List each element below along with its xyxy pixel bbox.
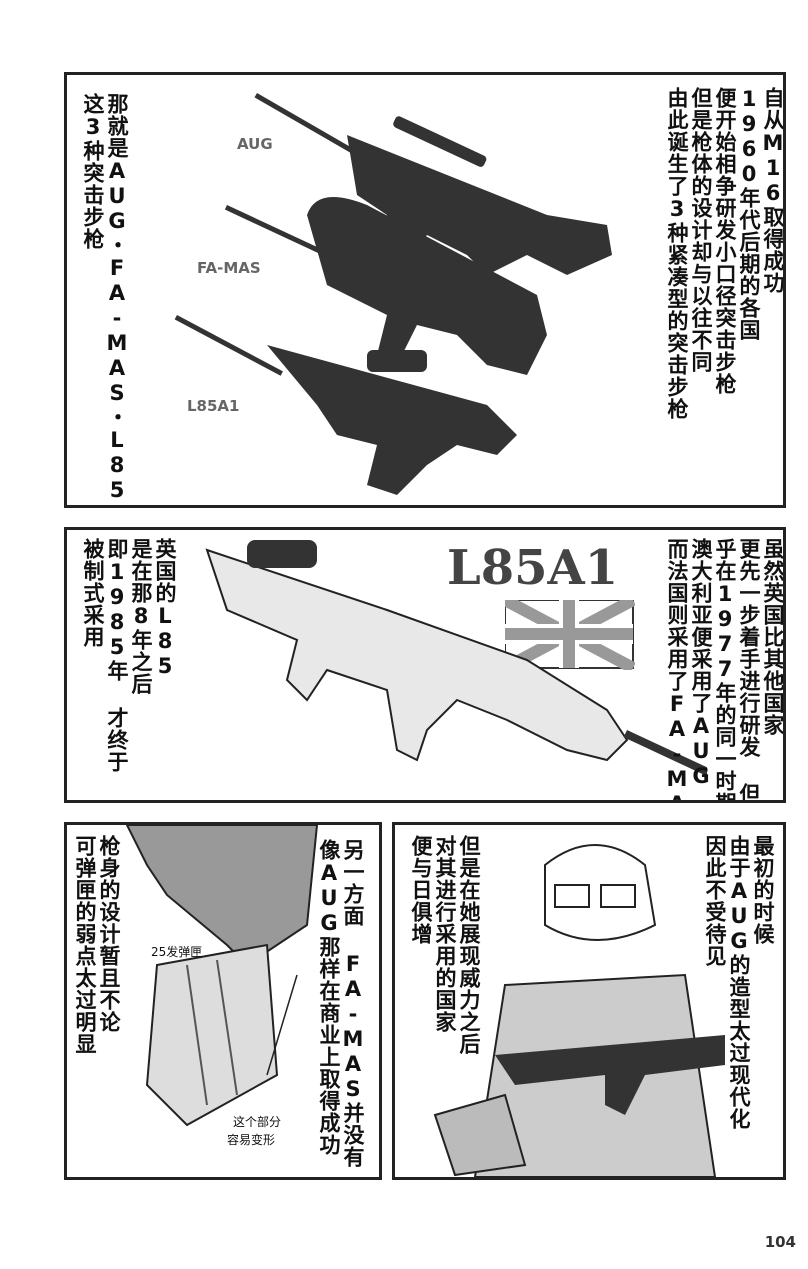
famas-rifle-image [224, 197, 547, 375]
narration-line: 对其进行采用的国家 [433, 835, 457, 1033]
narration-line: 乎在1977年的同一时期 [713, 538, 737, 803]
narration-line: 可弹匣的弱点太过明显 [73, 835, 97, 1055]
narration-line: 便与日俱增 [409, 835, 433, 945]
panel-famas-magazine: 25发弹匣 这个部分 容易变形 另一方面 FA-MAS并没有 像AUG那样在商业… [64, 822, 382, 1180]
page-number: 104 [764, 1233, 796, 1251]
narration-line: 但是在她展现威力之后 [457, 835, 481, 1055]
narration-line: 但是枪体的设计却与以往不同 [689, 87, 713, 373]
uk-flag-image [505, 600, 635, 670]
narration-line: 那就是AUG・FA-MAS・L85 [105, 93, 129, 503]
narration-line: 最初的时候 [751, 835, 775, 945]
panel-l85a1: L85A1 虽然英国比其他国家 更先一步着手进行研发 但几 乎在1977年的同一… [64, 527, 786, 803]
narration-line: 由于AUG的造型太过现代化 [727, 835, 751, 1130]
narration-line: 而法国则采用了FA-MAS [665, 538, 689, 803]
narration-line: 便开始相争研发小口径突击步枪 [713, 87, 737, 395]
l85a1-rifle-image [205, 540, 707, 780]
panel-aug-character: 最初的时候 由于AUG的造型太过现代化 因此不受待见 但是在她展现威力之后 对其… [392, 822, 786, 1180]
narration-line: 1960年代后期的各国 [737, 87, 761, 341]
narration-line: 这3种突击步枪 [81, 93, 105, 250]
l85a1-title: L85A1 [447, 540, 619, 596]
narration-line: 被制式采用 [81, 538, 105, 648]
weak-point-label-line: 这个部分 [233, 1115, 282, 1129]
narration-line: 自从M16取得成功 [761, 87, 785, 294]
label-famas: FA-MAS [197, 259, 261, 277]
narration-line: 由此诞生了3种紧凑型的突击步枪 [665, 87, 689, 420]
weak-point-label-line: 容易变形 [227, 1133, 276, 1147]
magazine-label: 25发弹匣 [151, 945, 203, 959]
narration-line: 枪身的设计暂且不论 [97, 835, 121, 1033]
narration-line: 像AUG那样在商业上取得成功 [317, 839, 341, 1156]
famas-magazine-image [125, 825, 319, 1127]
narration-line: 英国的L85 [153, 538, 177, 679]
narration-line: 虽然英国比其他国家 [761, 538, 785, 736]
narration-line: 是在那8年之后 [129, 538, 153, 695]
narration-line: 即1985年 才终于 [105, 538, 129, 773]
panel-rifles-overview: AUG FA-MAS L85A1 自从M16取得成功 1960年代后期的各国 便… [64, 72, 786, 508]
label-l85a1: L85A1 [187, 397, 240, 415]
character-with-aug-image [433, 844, 725, 1177]
label-aug: AUG [237, 135, 273, 153]
narration-line: 更先一步着手进行研发 但几 [737, 538, 761, 803]
l85-rifle-image [174, 314, 517, 495]
rifles-illustration [174, 93, 612, 495]
narration-line: 因此不受待见 [703, 835, 727, 967]
narration-line: 澳大利亚便采用了AUG [689, 538, 713, 789]
narration-line: 另一方面 FA-MAS并没有 [341, 839, 365, 1168]
